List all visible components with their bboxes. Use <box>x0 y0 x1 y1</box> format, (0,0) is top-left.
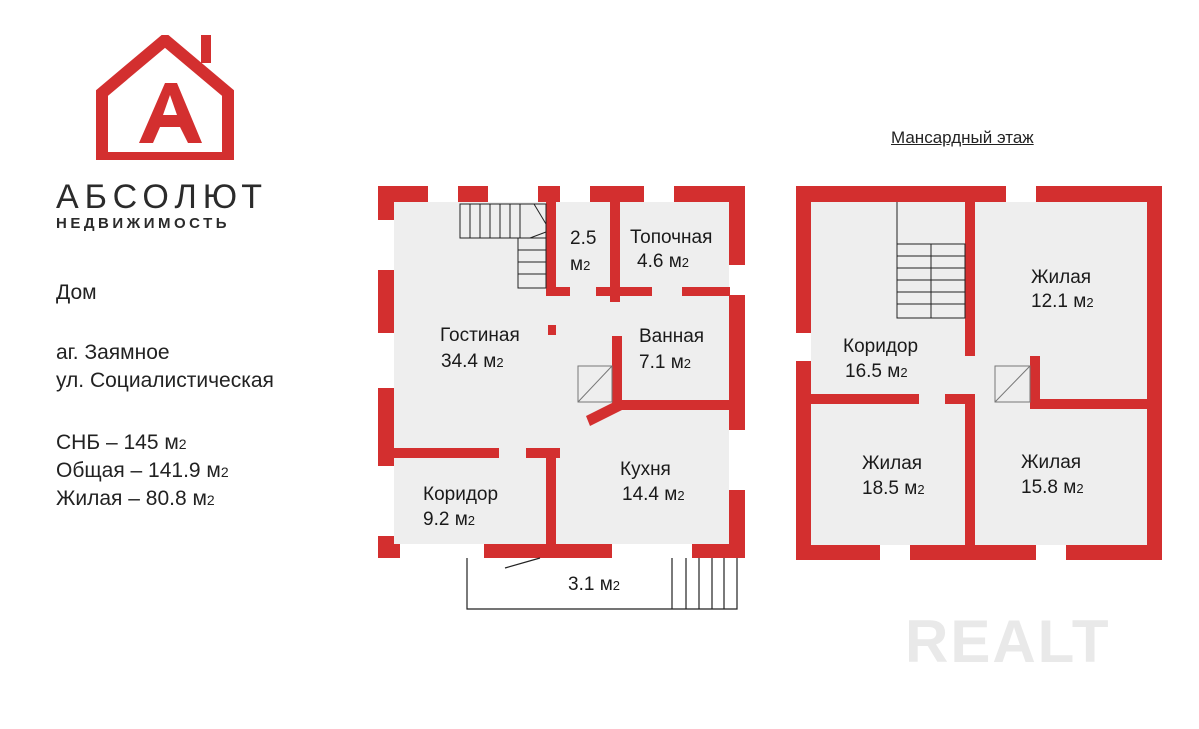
attic-room2-area: 18.5 м2 <box>862 478 925 499</box>
attic-floor-plan: Коридор 16.5 м2 Жилая 12.1 м2 Жилая 18.5… <box>796 186 1162 560</box>
brand-name: АБСОЛЮТ <box>56 178 268 216</box>
attic-room1-area: 12.1 м2 <box>1031 291 1094 312</box>
area-living: Жилая – 80.8 м2 <box>56 487 215 510</box>
attic-room1-name: Жилая <box>1031 267 1091 288</box>
room-living-name: Гостиная <box>440 325 520 346</box>
room-storage-area: м2 <box>570 254 590 275</box>
attic-floor-title: Мансардный этаж <box>891 128 1034 147</box>
brand-subtitle: НЕДВИЖИМОСТЬ <box>56 215 231 232</box>
area-total: Общая – 141.9 м2 <box>56 459 229 482</box>
area-snb: СНБ – 145 м2 <box>56 431 187 454</box>
room-kitchen-name: Кухня <box>620 459 671 480</box>
room-boiler-area: 4.6 м2 <box>637 251 689 272</box>
ground-floor-plan: Гостиная 34.4 м2 2.5 м2 Топочная 4.6 м2 … <box>378 186 745 610</box>
room-porch-area: 3.1 м2 <box>568 574 620 595</box>
attic-room3-name: Жилая <box>1021 452 1081 473</box>
attic-hall-area: 16.5 м2 <box>845 361 908 382</box>
listing-street: ул. Социалистическая <box>56 369 274 392</box>
room-hall-area: 9.2 м2 <box>423 509 475 530</box>
room-boiler-name: Топочная <box>630 227 712 248</box>
room-bathroom-area: 7.1 м2 <box>639 352 691 373</box>
room-storage-name: 2.5 <box>570 228 596 249</box>
attic-room3-area: 15.8 м2 <box>1021 477 1084 498</box>
attic-hall-name: Коридор <box>843 336 918 357</box>
watermark-logo: REALT <box>905 608 1111 675</box>
room-bathroom-name: Ванная <box>639 326 704 347</box>
company-logo-icon <box>96 35 234 160</box>
room-hall-name: Коридор <box>423 484 498 505</box>
listing-locality: аг. Заямное <box>56 341 170 364</box>
room-kitchen-area: 14.4 м2 <box>622 484 685 505</box>
listing-type: Дом <box>56 281 97 304</box>
room-living-area: 34.4 м2 <box>441 351 504 372</box>
attic-room2-name: Жилая <box>862 453 922 474</box>
